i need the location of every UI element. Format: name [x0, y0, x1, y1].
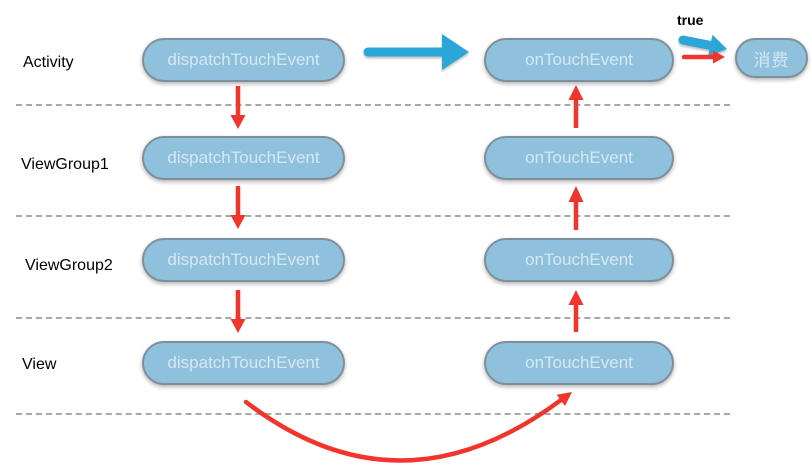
ontouch-pill-viewgroup1: onTouchEvent	[484, 136, 674, 180]
dispatch-pill-viewgroup1: dispatchTouchEvent	[142, 136, 345, 180]
row-label-activity: Activity	[23, 54, 74, 71]
consume-pill: 消费	[735, 38, 808, 78]
row-label-viewgroup2: ViewGroup2	[25, 257, 113, 274]
dispatch-pill-view: dispatchTouchEvent	[142, 341, 345, 385]
dispatch-pill-viewgroup2: dispatchTouchEvent	[142, 238, 345, 282]
true-blue-arrow	[678, 34, 727, 57]
up-arrow-viewgroup2-to-viewgroup1	[568, 186, 584, 230]
true-annotation: true	[677, 12, 704, 28]
down-arrow-viewgroup1-to-viewgroup2	[230, 186, 246, 229]
row-separator-1	[16, 104, 730, 106]
row-separator-2	[16, 215, 730, 217]
ontouch-pill-view: onTouchEvent	[484, 341, 674, 385]
up-arrow-view-to-viewgroup2	[568, 290, 584, 332]
down-arrow-viewgroup2-to-view	[230, 290, 246, 333]
row-separator-4	[16, 413, 730, 415]
row-separator-3	[16, 317, 730, 319]
ontouch-pill-activity: onTouchEvent	[484, 38, 674, 82]
down-arrow-activity-to-viewgroup1	[230, 86, 246, 129]
dispatch-pill-activity: dispatchTouchEvent	[142, 38, 345, 82]
consume-red-arrow	[681, 50, 725, 64]
curved-dispatch-to-ontouch-arrow	[243, 392, 572, 463]
up-arrow-viewgroup1-to-activity	[568, 85, 584, 128]
row-label-viewgroup1: ViewGroup1	[21, 156, 109, 173]
row-label-view: View	[22, 356, 57, 373]
ontouch-pill-viewgroup2: onTouchEvent	[484, 238, 674, 282]
dispatch-to-ontouch-arrow	[363, 34, 469, 70]
